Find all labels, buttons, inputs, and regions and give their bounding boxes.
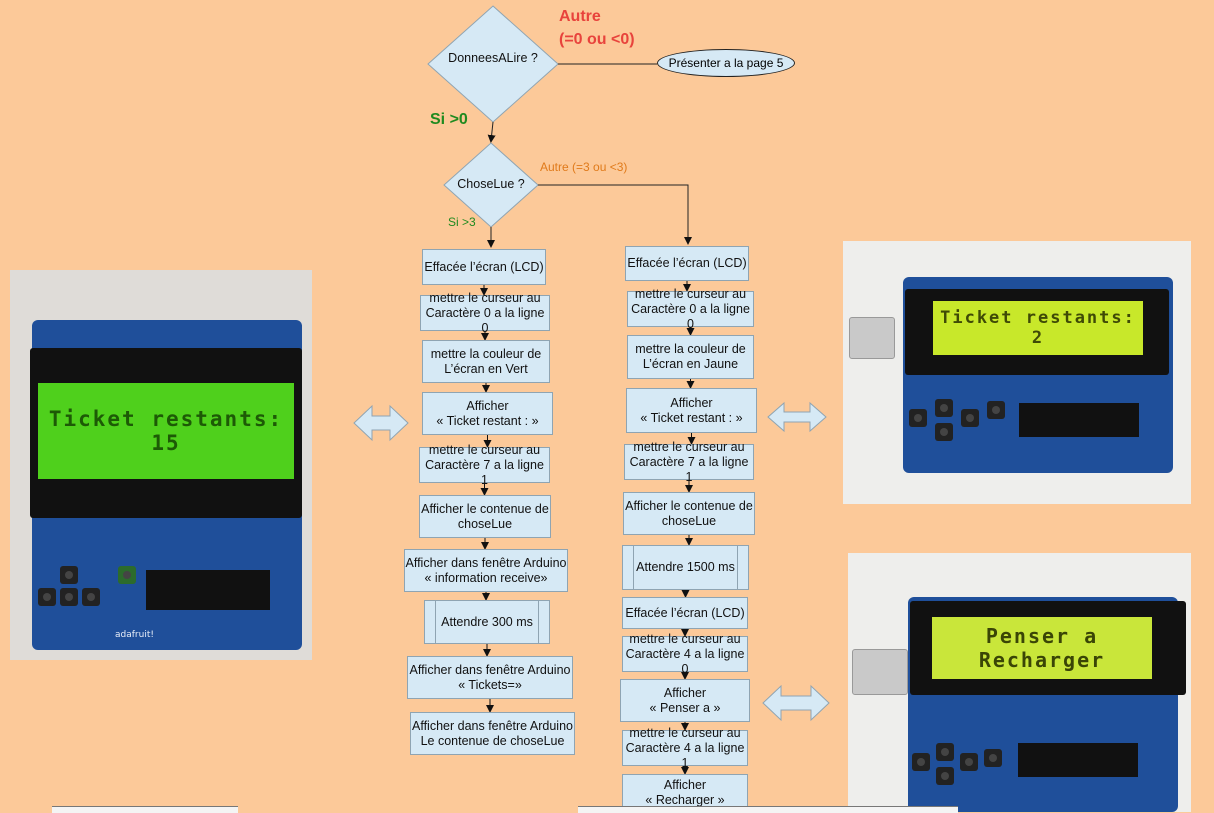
right-button xyxy=(960,753,978,771)
right-button xyxy=(961,409,979,427)
chip xyxy=(1018,743,1138,777)
brand-logo: adafruit! xyxy=(115,630,154,640)
right-step-wait-1500: Attendre 1500 ms xyxy=(622,545,749,590)
right-step-color-yellow: mettre la couleur de L’écran en Jaune xyxy=(627,335,754,379)
select-button xyxy=(987,401,1005,419)
decision-choselue-label: ChoseLue ? xyxy=(457,177,525,191)
label-si-gt3: Si >3 xyxy=(448,215,476,229)
chip xyxy=(1019,403,1139,437)
right-step-show-ticket-restant: Afficher « Ticket restant : » xyxy=(626,388,757,433)
right-step-cursor-0-0: mettre le curseur au Caractère 0 a la li… xyxy=(627,287,754,331)
down-button xyxy=(82,588,100,606)
right-step-cursor-7-1: mettre le curseur au Caractère 7 a la li… xyxy=(624,440,754,484)
chip xyxy=(146,570,270,610)
down-button xyxy=(936,767,954,785)
select-button xyxy=(984,749,1002,767)
left-button xyxy=(912,753,930,771)
double-arrow-right-top xyxy=(767,401,827,433)
lcd-line-1: Ticket restants: xyxy=(940,308,1136,328)
lcd-display: Ticket restants: 15 xyxy=(38,383,294,479)
up-button xyxy=(936,743,954,761)
bottom-scroll-edge-right xyxy=(578,806,958,813)
left-step-serial-information: Afficher dans fenêtre Arduino « informat… xyxy=(404,549,568,592)
lcd-line-1: Ticket restants: xyxy=(48,407,284,431)
right-step-cursor-4-0: mettre le curseur au Caractère 4 a la li… xyxy=(622,632,748,676)
right-step-show-recharger: Afficher « Recharger » xyxy=(622,774,748,812)
double-arrow-right-bottom xyxy=(762,684,830,722)
lcd-display: Penser a Recharger xyxy=(932,617,1152,679)
right-step-cursor-4-1: mettre le curseur au Caractère 4 a la li… xyxy=(622,726,748,770)
right-step-show-penser: Afficher « Penser a » xyxy=(620,679,750,722)
lcd-line-1: Penser a xyxy=(985,624,1099,648)
label-autre-mid: Autre (=3 ou <3) xyxy=(540,160,628,174)
connector-donnees-to-choselue xyxy=(487,121,496,143)
left-button xyxy=(38,588,56,606)
right-step-show-choselue: Afficher le contenue de choseLue xyxy=(623,492,755,535)
terminal-presenter-page5: Présenter a la page 5 xyxy=(657,49,795,77)
right-step-clear-screen-2: Effacée l’écran (LCD) xyxy=(622,597,748,629)
photo-lcd-yellow-ticket: Ticket restants: 2 xyxy=(843,241,1191,504)
photo-lcd-green: Ticket restants: 15 adafruit! xyxy=(10,270,312,660)
label-autre-top: Autre (=0 ou <0) xyxy=(559,8,635,48)
left-step-show-choselue: Afficher le contenue de choseLue xyxy=(419,495,551,538)
left-step-clear-screen: Effacée l’écran (LCD) xyxy=(422,249,546,285)
double-arrow-left xyxy=(353,404,409,442)
bottom-scroll-edge-left xyxy=(52,806,238,813)
lcd-line-2: 15 xyxy=(151,431,181,455)
down-button xyxy=(935,423,953,441)
label-si-gt0: Si >0 xyxy=(430,111,468,128)
lcd-line-2: 2 xyxy=(1031,328,1045,348)
left-button xyxy=(909,409,927,427)
usb-connector xyxy=(849,317,895,359)
lcd-display: Ticket restants: 2 xyxy=(933,301,1143,355)
decision-donnees-label: DonneesALire ? xyxy=(448,51,538,65)
select-button xyxy=(60,566,78,584)
left-step-cursor-0-0: mettre le curseur au Caractère 0 a la li… xyxy=(420,291,550,335)
left-step-serial-choselue: Afficher dans fenêtre Arduino Le contenu… xyxy=(410,712,575,755)
photo-lcd-yellow-recharger: Penser a Recharger xyxy=(848,553,1191,812)
left-step-serial-tickets: Afficher dans fenêtre Arduino « Tickets=… xyxy=(407,656,573,699)
left-step-color-green: mettre la couleur de L’écran en Vert xyxy=(422,340,550,383)
connector-autre-mid xyxy=(538,184,692,245)
right-step-clear-screen: Effacée l’écran (LCD) xyxy=(625,246,749,281)
up-button xyxy=(935,399,953,417)
left-step-cursor-7-1: mettre le curseur au Caractère 7 a la li… xyxy=(419,443,550,487)
left-step-wait-300: Attendre 300 ms xyxy=(424,600,550,644)
usb-connector xyxy=(852,649,908,695)
left-step-show-ticket-restant: Afficher « Ticket restant : » xyxy=(422,392,553,435)
right-button xyxy=(118,566,136,584)
lcd-line-2: Recharger xyxy=(978,648,1106,672)
up-button xyxy=(60,588,78,606)
